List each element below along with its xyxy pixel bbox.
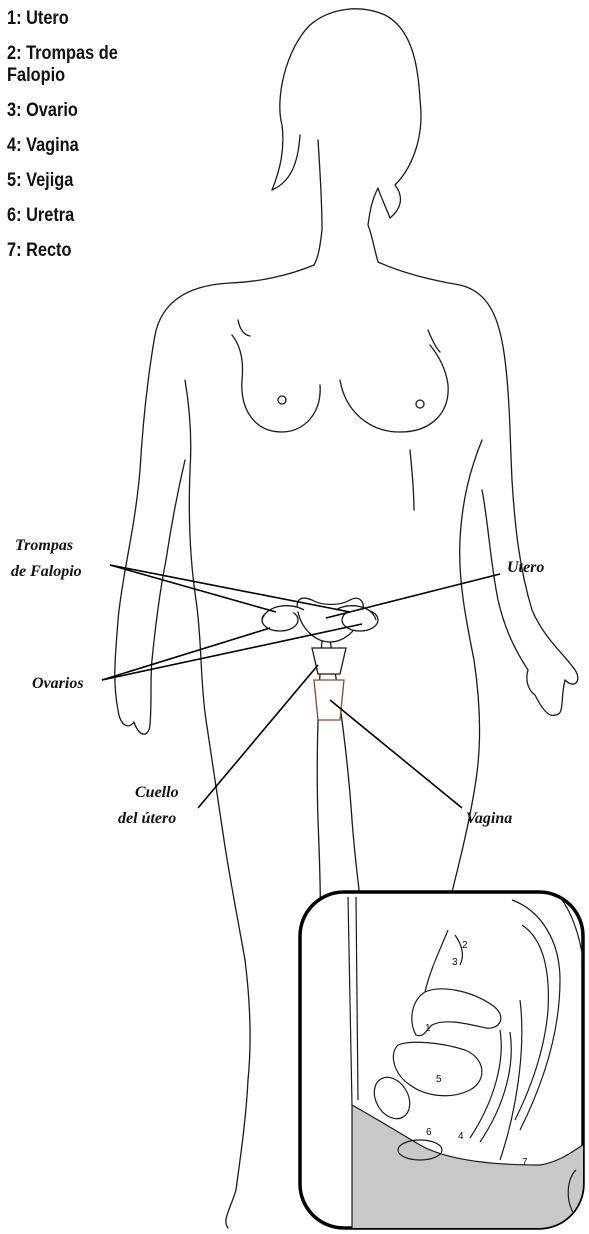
inset-number-7: 7 <box>522 1157 528 1168</box>
inset-number-1: 1 <box>425 1023 431 1034</box>
inset-number-2: 2 <box>462 940 468 951</box>
label-vagina: Vagina <box>466 810 512 827</box>
inset-number-4: 4 <box>458 1131 464 1142</box>
cervix-shape <box>312 648 346 674</box>
label-trompas-line2: de Falopio <box>11 563 82 580</box>
callout-labels: Trompas de Falopio Ovarios Cuello del út… <box>11 537 544 827</box>
sagittal-inset: 1 2 3 4 5 6 7 <box>300 892 589 1234</box>
inset-number-3: 3 <box>452 957 458 968</box>
leader-cuello <box>198 665 318 808</box>
label-cuello-line1: Cuello <box>135 784 179 801</box>
reproductive-organs <box>262 598 378 720</box>
leader-utero <box>326 574 500 618</box>
label-utero: Utero <box>507 559 544 576</box>
leader-ovarios-left <box>102 628 270 680</box>
label-ovarios: Ovarios <box>32 675 84 692</box>
leader-trompas-right <box>110 565 350 612</box>
inset-number-5: 5 <box>436 1074 442 1085</box>
inset-number-6: 6 <box>426 1127 432 1138</box>
label-trompas-line1: Trompas <box>15 537 73 554</box>
label-cuello-line2: del útero <box>118 810 176 827</box>
vagina-shape <box>314 680 344 720</box>
